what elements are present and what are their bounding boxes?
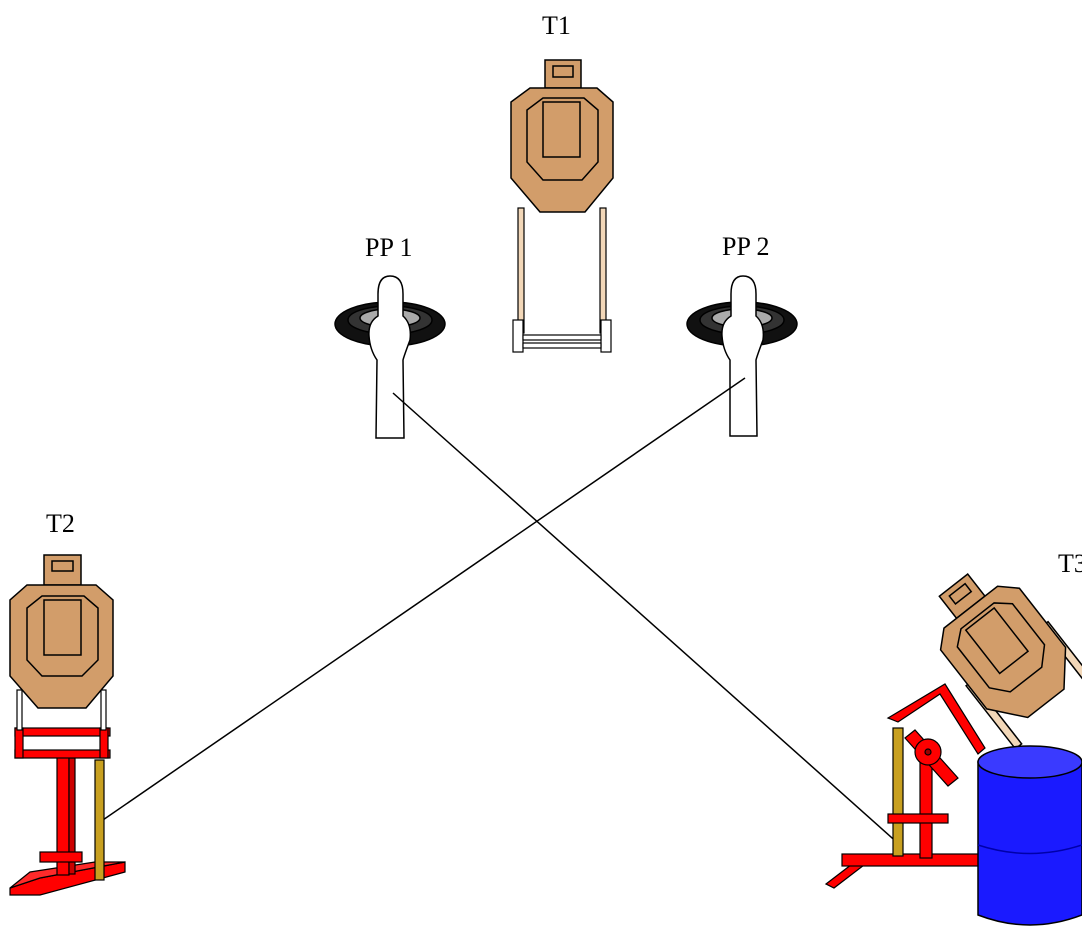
target-t1: T1: [510, 11, 614, 353]
label-pp1: PP 1: [365, 233, 412, 262]
t3-swinger-stand-icon: [824, 683, 993, 889]
target-t3: T3: [824, 549, 1082, 926]
activation-lines: [99, 377, 901, 846]
label-t2: T2: [46, 509, 75, 538]
label-pp2: PP 2: [722, 232, 769, 261]
line-pp2-to-t2: [99, 377, 746, 823]
target-t2: T2: [9, 509, 126, 896]
t2-stand: [9, 689, 126, 896]
t2-cardboard-target-icon: [9, 554, 114, 709]
label-t1: T1: [542, 11, 571, 40]
line-pp1-to-t3: [392, 392, 901, 846]
t1-cardboard-target-icon: [510, 59, 614, 213]
popper-pp1: PP 1: [334, 233, 446, 439]
label-t3: T3: [1058, 549, 1082, 578]
pp1-pepper-popper-icon: [334, 275, 446, 439]
pp2-pepper-popper-icon: [686, 275, 798, 437]
t3-cardboard-target-icon: [938, 573, 1082, 750]
t3-barrel-icon: [977, 745, 1082, 926]
popper-pp2: PP 2: [686, 232, 798, 437]
t1-frame: [512, 207, 612, 353]
